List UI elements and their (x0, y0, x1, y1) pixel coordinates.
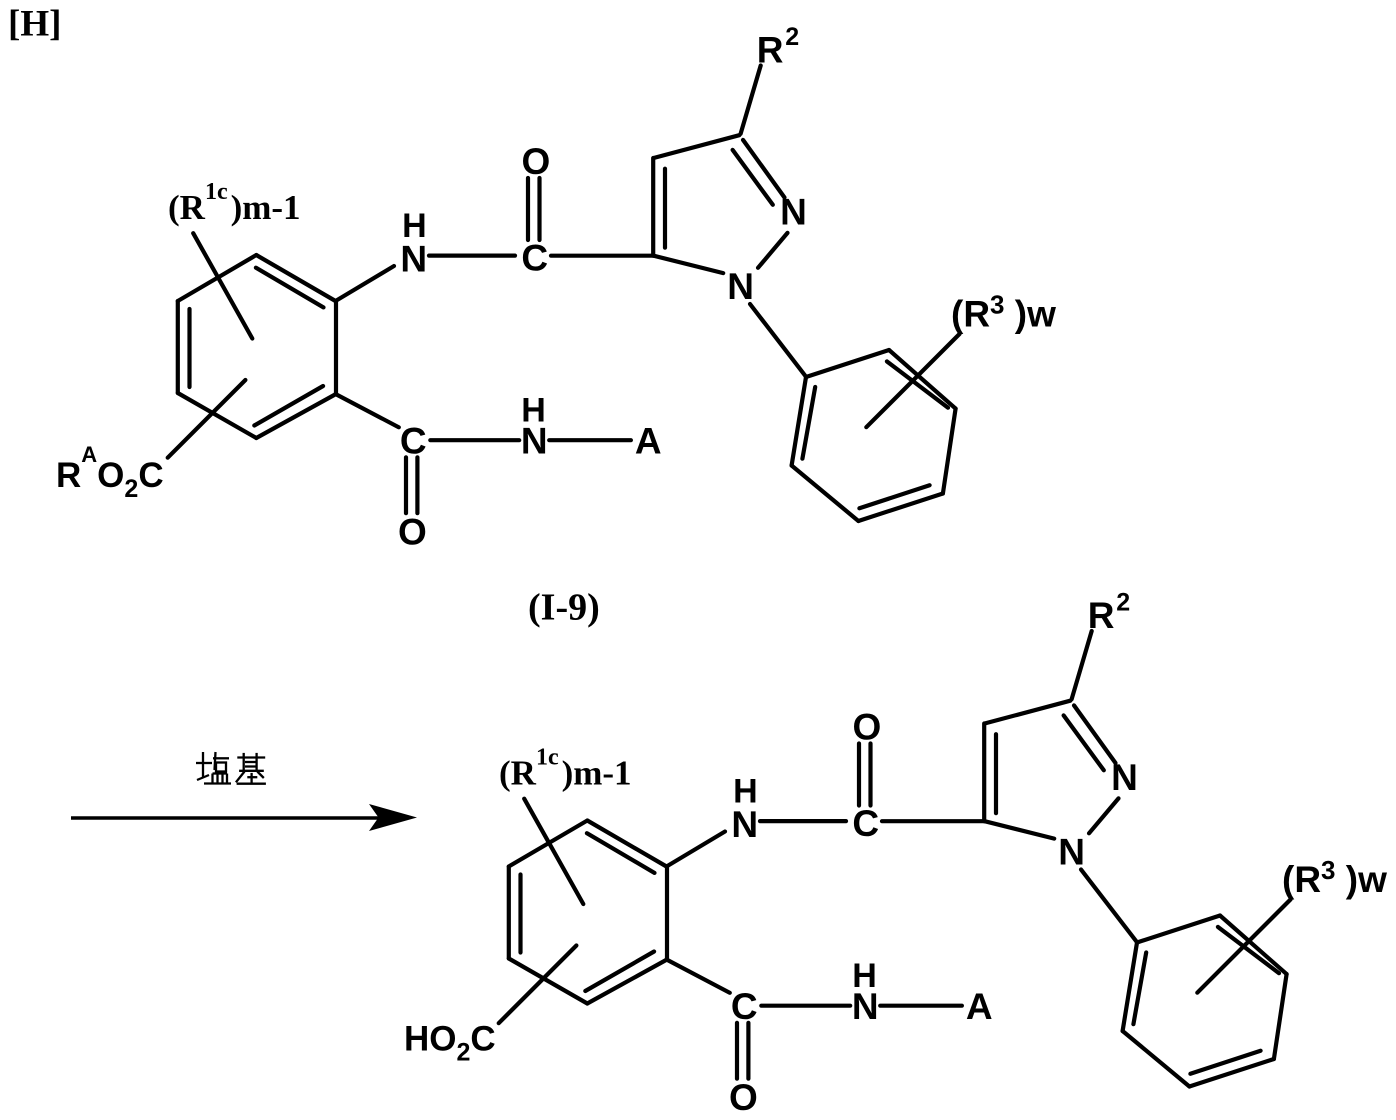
svg-text:2: 2 (785, 23, 799, 51)
svg-text:H: H (521, 392, 546, 430)
svg-text:N: N (727, 266, 754, 307)
svg-text:C: C (521, 238, 548, 279)
svg-text:O: O (398, 511, 427, 552)
svg-text:N: N (400, 239, 427, 280)
svg-text:C: C (400, 421, 427, 462)
svg-text:RAO2C: RAO2C (56, 442, 164, 503)
svg-text:HO2C: HO2C (404, 1019, 496, 1066)
svg-text:(R1c)m-1: (R1c)m-1 (168, 179, 301, 227)
svg-text:N: N (521, 420, 548, 461)
svg-text:H: H (402, 207, 427, 245)
svg-text:N: N (780, 192, 807, 233)
svg-text:(R3 )w: (R3 )w (951, 289, 1056, 334)
svg-text:A: A (635, 420, 662, 461)
svg-text:O: O (522, 141, 551, 182)
svg-text:R: R (757, 30, 784, 71)
svg-text:[H]: [H] (8, 4, 61, 45)
svg-text:(I-9): (I-9) (528, 587, 600, 629)
